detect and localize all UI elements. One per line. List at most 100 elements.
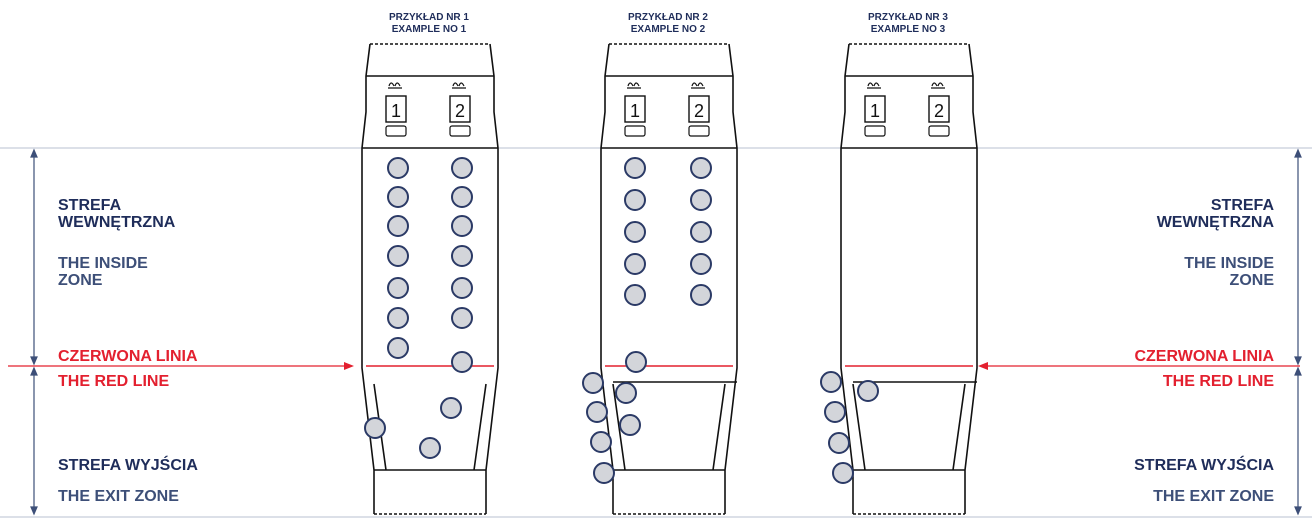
- example-1-person: [387, 307, 409, 329]
- example-3-person: [857, 380, 879, 402]
- example-3-seat-2-number: 2: [934, 101, 944, 121]
- example-2-person: [586, 401, 608, 423]
- right-inside-pl-line1: STREFA: [1211, 197, 1275, 214]
- example-1: PRZYKŁAD NR 1 EXAMPLE NO 1 1 2: [361, 12, 499, 515]
- example-1-person: [387, 337, 409, 359]
- example-1-seat-2-number: 2: [455, 101, 465, 121]
- example-2-person: [590, 431, 612, 453]
- example-2-person: [619, 414, 641, 436]
- example-1-person: [451, 245, 473, 267]
- example-2-seat-1-handle-icon: [627, 82, 641, 89]
- example-3-title-en: EXAMPLE NO 3: [871, 24, 946, 35]
- example-2-seat-2-handle-icon: [691, 82, 705, 89]
- example-1-person: [451, 351, 473, 373]
- example-2-person: [615, 382, 637, 404]
- example-3-seat-1-base: [864, 125, 886, 137]
- left-inside-en-line1: THE INSIDE: [58, 255, 148, 272]
- left-exit-pl: STREFA WYJŚCIA: [58, 455, 198, 474]
- example-1-person: [451, 277, 473, 299]
- example-1-person: [440, 397, 462, 419]
- example-1-seat-2-handle-icon: [452, 82, 466, 89]
- left-exit-zone-arrow: [30, 366, 38, 516]
- example-2-title-pl: PRZYKŁAD NR 2: [628, 12, 708, 23]
- left-inside-pl-line2: WEWNĘTRZNA: [58, 214, 176, 231]
- example-3-seat-1-box: [864, 95, 886, 123]
- left-red-line-en: THE RED LINE: [58, 373, 169, 390]
- example-3-person: [828, 432, 850, 454]
- example-2-bus-outline: [600, 43, 738, 514]
- example-1-person: [387, 245, 409, 267]
- example-1-person: [451, 186, 473, 208]
- right-exit-en: THE EXIT ZONE: [1153, 488, 1274, 505]
- example-3-seat-1-number: 1: [870, 101, 880, 121]
- example-2-seat-1-number: 1: [630, 101, 640, 121]
- right-red-line-pl: CZERWONA LINIA: [1134, 348, 1274, 365]
- example-1-seat-1-number: 1: [391, 101, 401, 121]
- example-2: PRZYKŁAD NR 2 EXAMPLE NO 2 1 2: [582, 12, 738, 515]
- example-2-seat-2-base: [688, 125, 710, 137]
- example-3-person: [832, 462, 854, 484]
- right-red-line-en: THE RED LINE: [1163, 373, 1274, 390]
- example-3-seat-1-handle-icon: [867, 82, 881, 89]
- right-exit-pl: STREFA WYJŚCIA: [1134, 455, 1274, 474]
- example-2-person: [690, 284, 712, 306]
- example-2-exit-inner-lines: [612, 381, 737, 471]
- left-red-pointer-arrow: [8, 362, 354, 370]
- example-1-person: [419, 437, 441, 459]
- example-1-title-pl: PRZYKŁAD NR 1: [389, 12, 469, 23]
- right-exit-zone-arrow: [1294, 366, 1302, 516]
- example-3-title-pl: PRZYKŁAD NR 3: [868, 12, 948, 23]
- left-red-line-pl: CZERWONA LINIA: [58, 348, 198, 365]
- right-inside-pl-line2: WEWNĘTRZNA: [1157, 214, 1275, 231]
- example-2-person: [624, 221, 646, 243]
- example-1-seat-2-base: [449, 125, 471, 137]
- right-inside-en-line2: ZONE: [1230, 272, 1275, 289]
- example-1-person: [387, 277, 409, 299]
- example-2-seat-1-box: [624, 95, 646, 123]
- example-2-person: [624, 189, 646, 211]
- example-1-person: [387, 157, 409, 179]
- example-3-person: [824, 401, 846, 423]
- example-1-seat-1-base: [385, 125, 407, 137]
- example-2-seat-2-box: [688, 95, 710, 123]
- right-red-pointer-arrow: [978, 362, 1300, 370]
- example-1-person: [387, 215, 409, 237]
- example-1-seat-1-box: [385, 95, 407, 123]
- example-2-person: [690, 221, 712, 243]
- example-3-seat-2-base: [928, 125, 950, 137]
- example-3-exit-inner-lines: [852, 381, 977, 471]
- example-1-title-en: EXAMPLE NO 1: [392, 24, 467, 35]
- example-3-person: [820, 371, 842, 393]
- example-2-person: [593, 462, 615, 484]
- example-1-person: [451, 157, 473, 179]
- right-inside-en-line1: THE INSIDE: [1184, 255, 1274, 272]
- example-2-person: [625, 351, 647, 373]
- example-1-person: [364, 417, 386, 439]
- example-1-person: [451, 307, 473, 329]
- example-1-seat-1-handle-icon: [388, 82, 402, 89]
- example-1-seat-2-box: [449, 95, 471, 123]
- left-inside-en-line2: ZONE: [58, 272, 103, 289]
- example-1-person: [387, 186, 409, 208]
- example-2-person: [690, 157, 712, 179]
- left-inside-pl-line1: STREFA: [58, 197, 122, 214]
- example-3-seat-2-box: [928, 95, 950, 123]
- example-3-bus-outline: [840, 43, 978, 514]
- example-2-person: [690, 253, 712, 275]
- right-inside-zone-arrow: [1294, 148, 1302, 366]
- example-1-person: [451, 215, 473, 237]
- example-2-title-en: EXAMPLE NO 2: [631, 24, 706, 35]
- example-1-bus-outline: [361, 43, 499, 514]
- example-2-person: [624, 284, 646, 306]
- example-2-seat-1-base: [624, 125, 646, 137]
- left-exit-en: THE EXIT ZONE: [58, 488, 179, 505]
- example-2-person: [624, 253, 646, 275]
- example-2-person: [690, 189, 712, 211]
- example-2-person: [624, 157, 646, 179]
- example-3: PRZYKŁAD NR 3 EXAMPLE NO 3 1 2: [820, 12, 978, 515]
- left-inside-zone-arrow: [30, 148, 38, 366]
- example-3-seat-2-handle-icon: [931, 82, 945, 89]
- example-2-seat-2-number: 2: [694, 101, 704, 121]
